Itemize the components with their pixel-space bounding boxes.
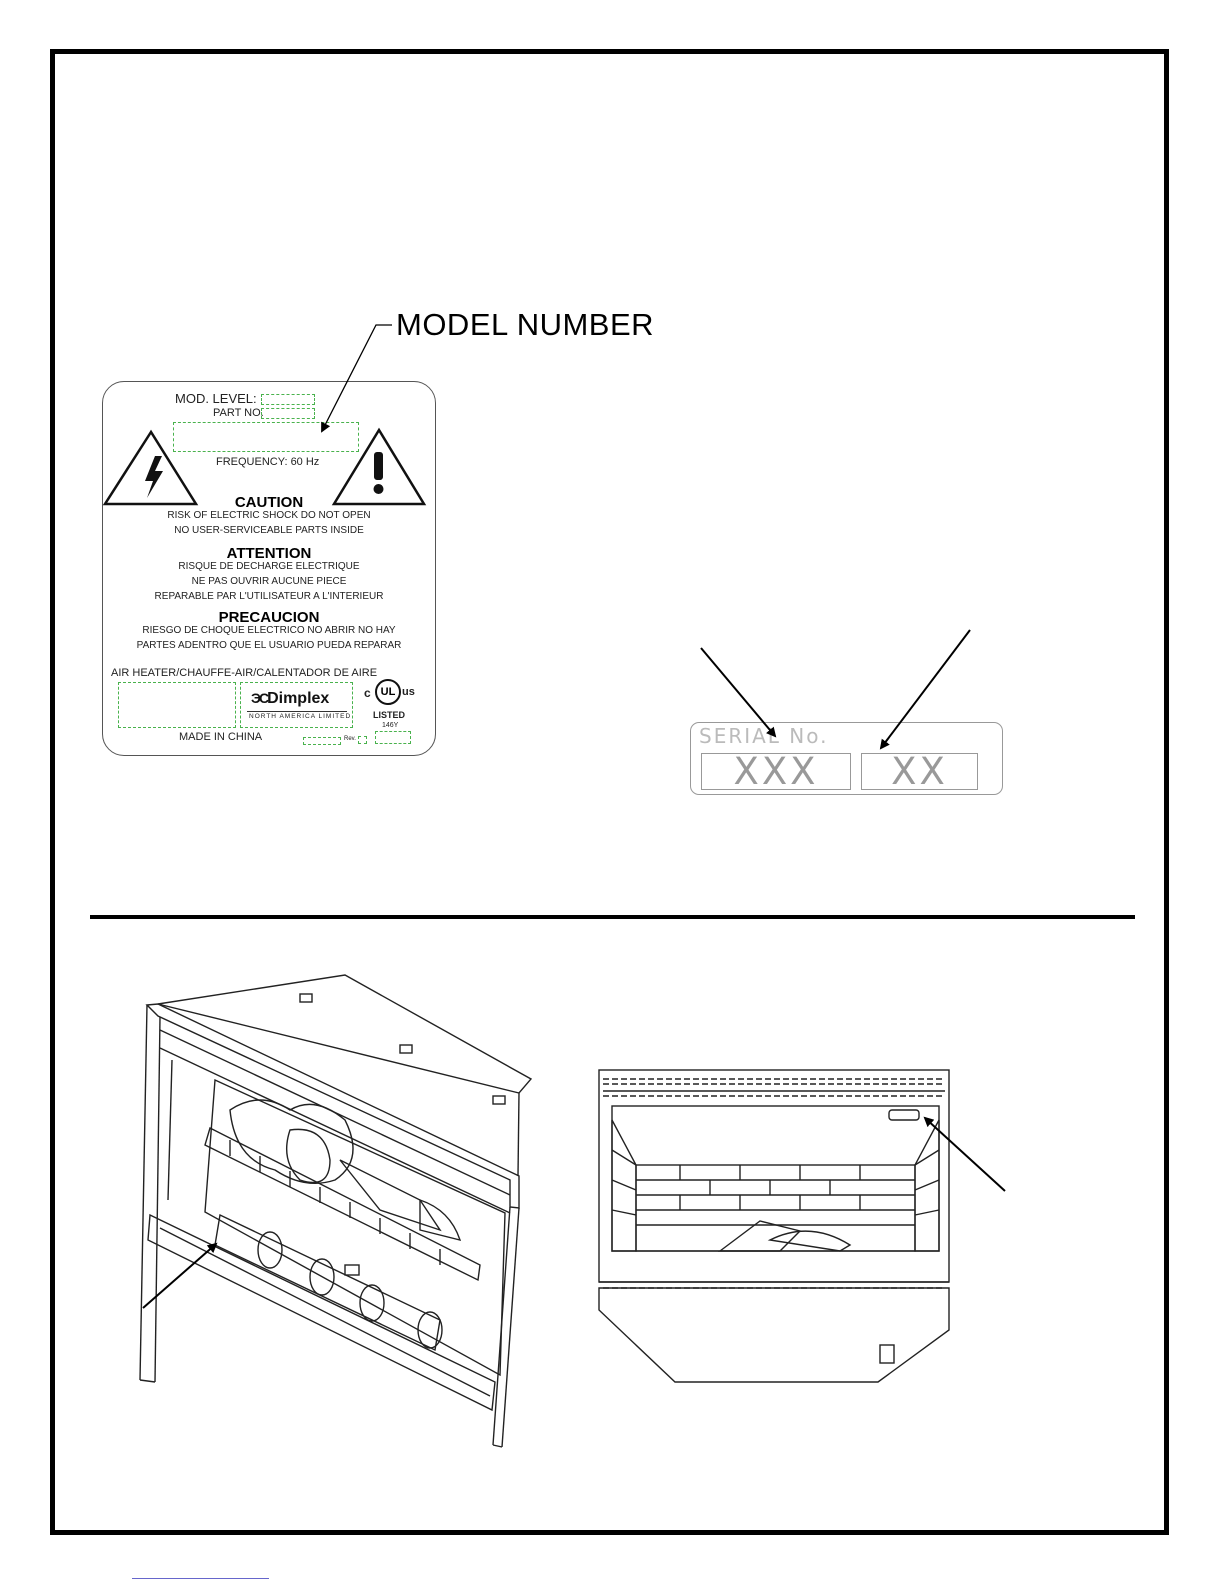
serial-label: SERIAL No. XXX XX — [690, 722, 1003, 795]
model-number-field — [173, 422, 359, 452]
ul-circle-icon: UL — [375, 679, 401, 705]
fireplace-label-arrow — [142, 1242, 218, 1309]
footer-link-underline — [132, 1578, 269, 1579]
exclamation-warning-icon — [331, 427, 427, 506]
serial-box-2: XX — [861, 753, 978, 790]
brand-box — [240, 682, 353, 728]
ul-us-text: us — [402, 686, 415, 698]
rating-field — [118, 682, 236, 728]
rev-text: Rev. — [344, 736, 356, 742]
code-field — [375, 731, 411, 744]
part-no-label: PART NO. — [213, 407, 264, 419]
attention-line-2: NE PAS OUVRIR AUCUNE PIECE — [191, 576, 347, 587]
serial-box-1: XXX — [701, 753, 851, 790]
ul-c-text: c — [364, 686, 371, 700]
page-frame — [50, 49, 1169, 1535]
serial-arrow-1 — [700, 647, 777, 738]
attention-line-1: RISQUE DE DECHARGE ELECTRIQUE — [178, 561, 360, 572]
precaucion-line-2: PARTES ADENTRO QUE EL USUARIO PUEDA REPA… — [136, 640, 402, 651]
air-heater-text: AIR HEATER/CHAUFFE-AIR/CALENTADOR DE AIR… — [111, 667, 378, 679]
caution-title: CAUTION — [234, 494, 304, 511]
mod-level-field — [261, 394, 315, 405]
label-location-arrow — [923, 1116, 1006, 1192]
dimplex-mark-icon: ЭС — [251, 690, 269, 706]
precaucion-line-1: RIESGO DE CHOQUE ELECTRICO NO ABRIR NO H… — [142, 625, 396, 636]
serial-arrow-2 — [879, 629, 971, 750]
attention-title: ATTENTION — [226, 545, 312, 562]
serial-caption: SERIAL No. — [699, 724, 829, 748]
date-field — [303, 737, 341, 745]
fireplace-front-drawing — [598, 1069, 950, 1383]
caution-line-1: RISK OF ELECTRIC SHOCK DO NOT OPEN — [167, 510, 371, 521]
attention-line-3: REPARABLE PAR L'UTILISATEUR A L'INTERIEU… — [154, 591, 384, 602]
part-no-field — [261, 408, 315, 419]
rev-field — [358, 736, 367, 744]
dimplex-logo: ЭСDimplex — [251, 690, 330, 707]
electric-hazard-icon — [102, 429, 199, 506]
rating-label: MOD. LEVEL: PART NO. FREQUENCY: 60 Hz CA… — [102, 381, 436, 756]
fireplace-iso-drawing — [139, 974, 533, 1448]
ul-listed-text: LISTED — [373, 710, 406, 720]
mod-level-label: MOD. LEVEL: — [175, 391, 257, 406]
model-number-leader-arrow — [321, 324, 392, 433]
made-in-text: MADE IN CHINA — [179, 731, 263, 743]
brand-underline — [247, 711, 347, 712]
caution-line-2: NO USER-SERVICEABLE PARTS INSIDE — [174, 525, 364, 536]
precaucion-title: PRECAUCION — [218, 609, 320, 626]
ul-code-text: 146Y — [382, 722, 399, 729]
section-divider — [90, 915, 1135, 919]
brand-sub: NORTH AMERICA LIMITED — [249, 713, 352, 720]
frequency-text: FREQUENCY: 60 Hz — [216, 456, 320, 468]
model-number-callout: MODEL NUMBER — [396, 307, 655, 342]
